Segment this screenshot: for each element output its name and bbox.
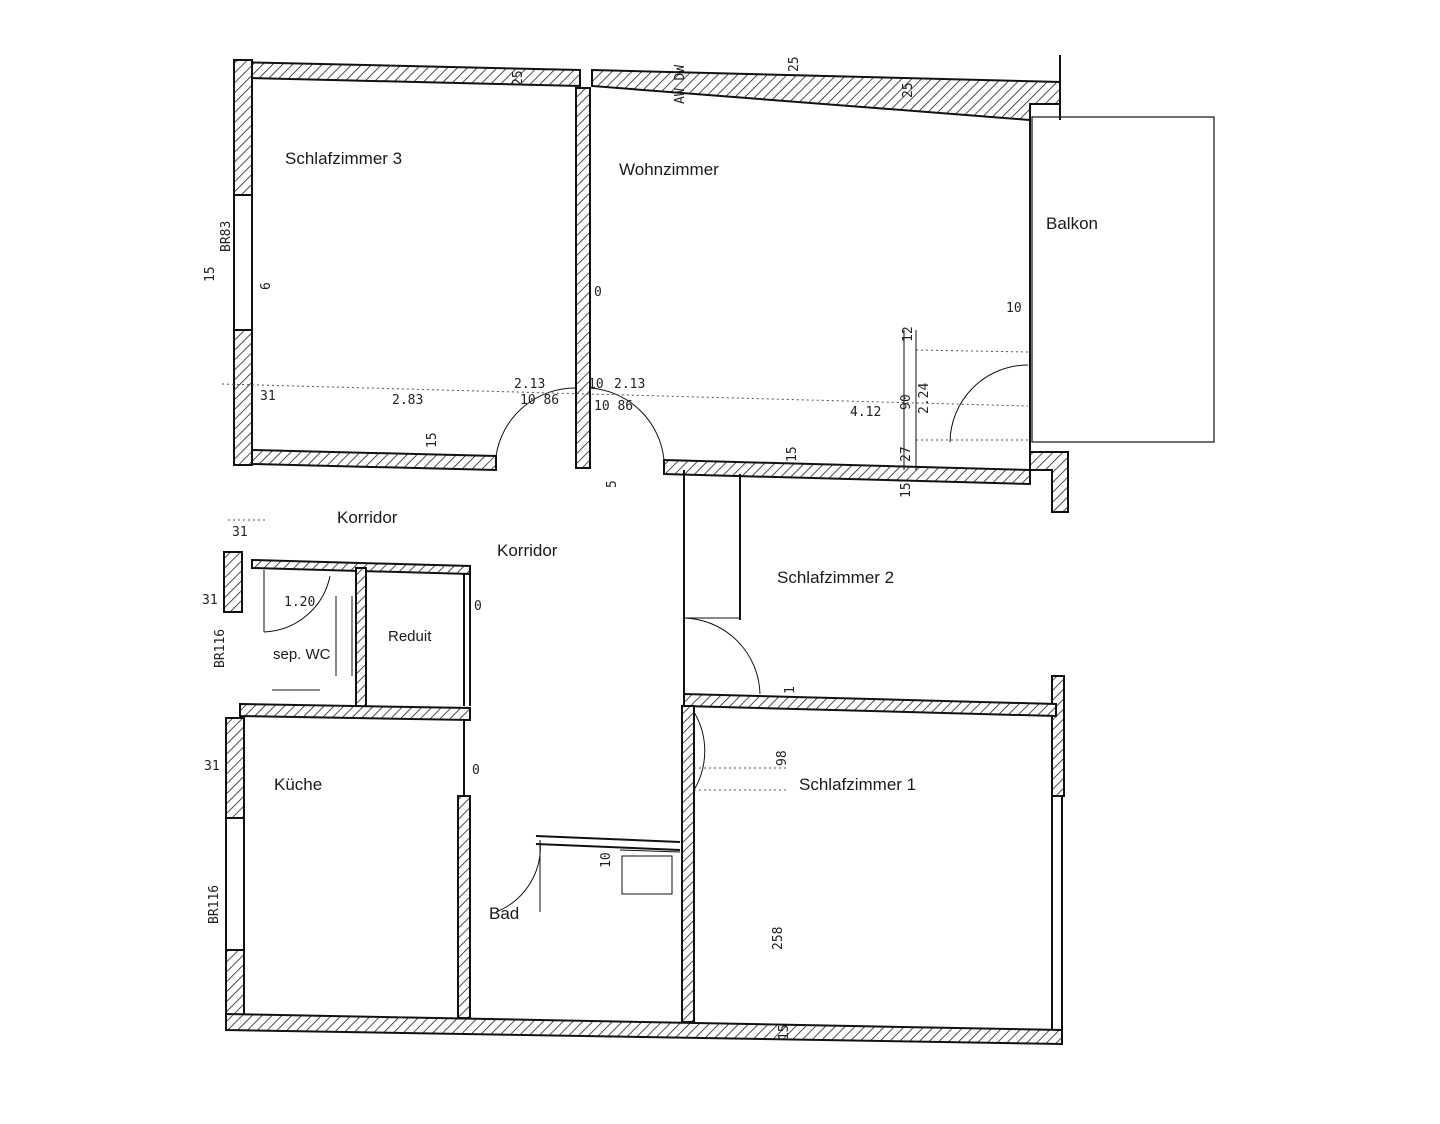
dim-258: 258 [771,927,786,950]
dim-31-wc: 31 [202,593,218,608]
wall-wc-reduit [355,567,367,709]
dim-1086-a: 10 86 [520,393,559,408]
dim-213-b: 2.13 [614,377,645,392]
wall-s2-s1 [683,692,1057,718]
dim-31-top: 31 [260,389,276,404]
room-labels: Schlafzimmer 3 Wohnzimmer Balkon Korrido… [273,149,1098,923]
label-bad: Bad [489,904,519,923]
label-kueche: Küche [274,775,322,794]
dim-283: 2.83 [392,393,423,408]
door-wc [263,575,331,633]
wall-kueche-bad [457,795,471,1019]
door-wohnzimmer [589,387,665,461]
wall-right-s1 [1051,675,1065,797]
wall-right-corner [1029,451,1069,513]
dim-10-balk: 10 [1006,301,1022,316]
dim-10-bad: 10 [599,852,614,868]
dim-br116-b: BR116 [207,885,222,924]
label-wohnzimmer: Wohnzimmer [619,160,719,179]
dim-31-k: 31 [204,759,220,774]
dim-31-korr: 31 [232,525,248,540]
wall-left-mid [233,329,253,466]
label-korridor-1: Korridor [337,508,398,527]
label-schlafzimmer2: Schlafzimmer 2 [777,568,894,587]
door-balkon [949,364,1029,443]
door-schlafzimmer3 [495,387,577,457]
dim-412: 4.12 [850,405,881,420]
dim-5: 5 [605,480,620,488]
dim-aw-dw: AW DW [673,65,688,104]
dim-1086-b: 10 86 [594,399,633,414]
dim-213-a: 2.13 [514,377,545,392]
wall-left-wc [223,551,243,613]
dim-15-b: 15 [899,482,914,498]
dim-120: 1.20 [284,595,315,610]
dim-br116-a: BR116 [213,629,228,668]
dim-25-b: 25 [787,56,802,72]
dim-6: 6 [259,282,274,290]
dimension-texts: BR83 15 6 31 2.83 15 2.13 10 86 10 2.13 … [202,56,1022,1040]
doors [263,364,1029,913]
label-schlafzimmer3: Schlafzimmer 3 [285,149,402,168]
wall-wc-kueche [239,702,471,722]
dim-0-mid: 0 [594,285,602,300]
interior-walls [239,87,1057,1023]
wall-wz-korridor [663,458,1031,486]
dim-25-a: 25 [511,70,526,86]
label-sep-wc: sep. WC [273,646,331,663]
dim-1-s1: 1 [783,686,798,694]
dim-0-reduit: 0 [474,599,482,614]
balcony-outline [1031,116,1215,443]
wall-s3-korridor [251,448,497,472]
dim-15-bottom: 15 [777,1024,792,1040]
dim-0-kue: 0 [472,763,480,778]
dim-15-a: 15 [425,432,440,448]
bathtub [621,855,673,895]
label-reduit: Reduit [388,628,432,645]
wall-left-upper [233,59,253,196]
dim-27: 27 [899,446,914,462]
label-schlafzimmer1: Schlafzimmer 1 [799,775,916,794]
wall-top-right [591,68,1061,122]
dim-25-c: 25 [901,82,916,98]
dim-90: 90 [899,394,914,410]
wall-left-kueche [225,717,245,819]
dim-br83: BR83 [219,221,234,252]
dim-15-left: 15 [203,266,218,282]
dimension-lines [221,330,1029,895]
dim-15-c: 15 [785,446,800,462]
label-korridor-2: Korridor [497,541,558,560]
wall-s1-left [681,705,695,1023]
dim-12: 12 [901,326,916,342]
wall-s3-wz [575,87,591,469]
door-schlafzimmer1 [693,711,706,791]
wall-bottom [225,1012,1063,1046]
door-bad [495,839,541,913]
exterior-walls [223,55,1069,1046]
dim-98: 98 [775,750,790,766]
label-balkon: Balkon [1046,214,1098,233]
dim-224: 2.24 [917,383,932,414]
wall-top-left [234,60,581,88]
dim-10-b: 10 [588,377,604,392]
door-schlafzimmer2 [683,617,761,695]
